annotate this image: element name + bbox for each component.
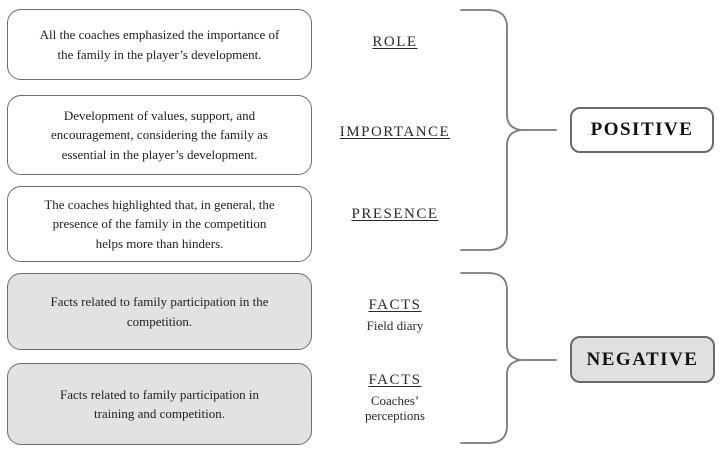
summary-box-text: Development of values, support, and enco…	[51, 107, 268, 162]
summary-box-text: All the coaches emphasized the importanc…	[39, 27, 280, 62]
category-title: ROLE	[372, 34, 418, 50]
summary-box-text: Facts related to family participation in…	[60, 386, 259, 422]
category-title: FACTS	[368, 372, 422, 388]
category-subtitle: Coaches’ perceptions	[365, 393, 425, 423]
category-title: PRESENCE	[351, 206, 439, 222]
category-label-presence: PRESENCE	[325, 205, 465, 223]
summary-box-role: All the coaches emphasized the importanc…	[7, 9, 312, 80]
category-title: FACTS	[368, 297, 422, 313]
summary-box-facts-field-diary: Facts related to family participation in…	[7, 273, 312, 350]
category-subtitle: Field diary	[366, 318, 424, 333]
outcome-label: NEGATIVE	[586, 348, 699, 370]
summary-box-presence: The coaches highlighted that, in general…	[7, 186, 312, 262]
summary-box-text: Facts related to family participation in…	[50, 294, 269, 329]
summary-box-importance: Development of values, support, and enco…	[7, 95, 312, 175]
outcome-box-negative: NEGATIVE	[570, 336, 715, 383]
category-label-facts-field-diary: FACTS Field diary	[325, 296, 465, 333]
summary-box-text: The coaches highlighted that, in general…	[44, 196, 275, 251]
category-label-role: ROLE	[325, 33, 465, 51]
category-label-facts-coaches-perceptions: FACTS Coaches’ perceptions	[325, 371, 465, 423]
outcome-box-positive: POSITIVE	[570, 107, 714, 153]
category-title: IMPORTANCE	[339, 124, 451, 140]
outcome-label: POSITIVE	[590, 119, 694, 140]
category-label-importance: IMPORTANCE	[325, 123, 465, 141]
brace-negative	[460, 272, 522, 444]
brace-positive	[460, 9, 522, 251]
summary-box-facts-coaches: Facts related to family participation in…	[7, 363, 312, 445]
